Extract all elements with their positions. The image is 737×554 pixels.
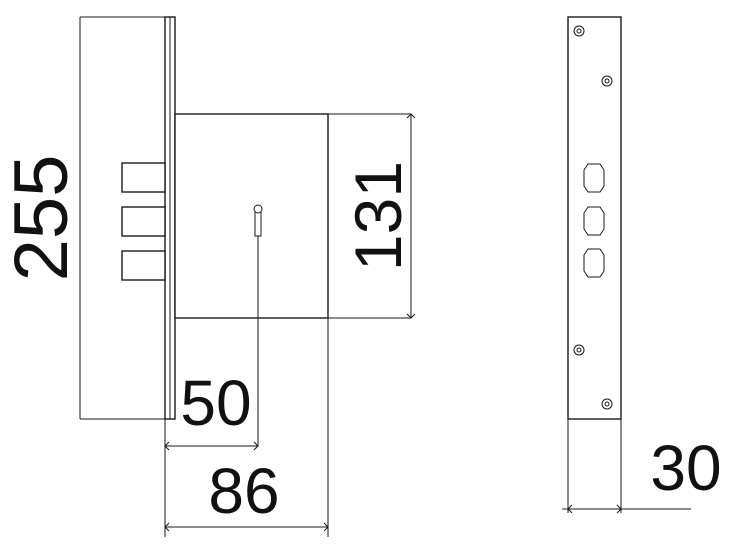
bolt-bottom	[121, 250, 166, 281]
dimension-faceplate-width: 30	[562, 419, 722, 514]
bolt-top	[121, 162, 166, 193]
screw-icon	[601, 75, 613, 87]
dimension-height-total: 255	[0, 16, 165, 420]
screw-icon	[573, 344, 585, 356]
front-faceplate	[567, 16, 622, 420]
dimension-case-depth: 86	[164, 318, 329, 537]
lock-front-view	[567, 16, 622, 420]
dimension-backset: 50	[164, 367, 259, 537]
label-backset: 50	[180, 367, 251, 439]
screw-icon	[601, 398, 613, 410]
label-case-depth: 86	[208, 455, 279, 527]
label-faceplate-width: 30	[650, 432, 721, 504]
lock-side-view	[121, 16, 329, 446]
label-height-total: 255	[0, 155, 84, 282]
bolt-opening-bottom	[583, 248, 605, 278]
label-height-case: 131	[341, 161, 415, 271]
bolt-opening-top	[583, 163, 605, 193]
dimension-height-case: 131	[328, 113, 416, 319]
screw-icon	[573, 25, 585, 37]
bolt-middle	[121, 206, 166, 237]
bolt-opening-middle	[583, 206, 605, 236]
lock-case-body	[174, 113, 329, 319]
